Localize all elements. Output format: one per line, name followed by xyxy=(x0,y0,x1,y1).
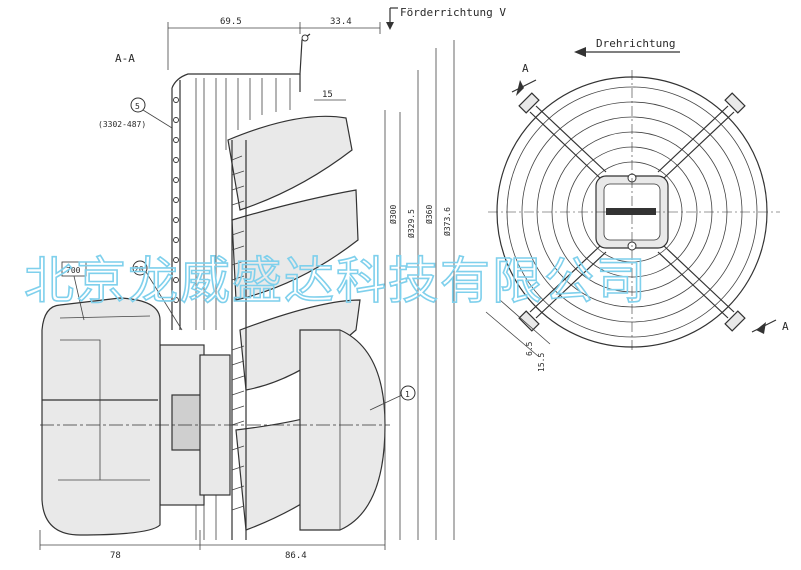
dim-bottom-right: 86.4 xyxy=(285,551,307,561)
callout-motor: 1 xyxy=(405,390,410,399)
watermark: 北京龙威盛达科技有限公司 xyxy=(24,252,648,310)
dim-d300: Ø300 xyxy=(388,205,398,224)
guard-rings xyxy=(173,34,309,303)
section-label: A-A xyxy=(115,52,135,65)
section-marker-bottom: A xyxy=(782,320,789,333)
front-view: Drehrichtung A A 6.5 15.5 xyxy=(485,37,789,372)
rotation-direction-label: Drehrichtung xyxy=(596,37,675,50)
section-arrows xyxy=(511,79,777,334)
flow-direction-arrow xyxy=(386,7,398,30)
diameter-lines xyxy=(384,40,455,540)
dim-bottom-left: 78 xyxy=(110,551,121,561)
blade-serrations xyxy=(231,155,245,511)
dim-inner: 15 xyxy=(322,90,333,100)
mounting-feet xyxy=(518,92,746,332)
side-section-view: A-A Förderrichtung V 69.5 33.4 15 5 (330… xyxy=(39,6,506,561)
dim-top-right: 33.4 xyxy=(330,17,352,27)
dim-d373: Ø373.6 xyxy=(442,207,452,236)
section-marker-top: A xyxy=(522,62,529,75)
callout-capacitor: 700 xyxy=(66,266,81,275)
rotation-arrow xyxy=(574,47,680,57)
motor-hub xyxy=(299,329,386,531)
dim-hole-a: 6.5 xyxy=(525,341,534,356)
dim-d329: Ø329.5 xyxy=(406,209,416,238)
guard-arms xyxy=(529,105,735,319)
callout-guard-ref: (3302-487) xyxy=(98,120,146,129)
dim-top-left: 69.5 xyxy=(220,17,242,27)
dim-d360: Ø360 xyxy=(424,205,434,224)
hole-dimension-lines xyxy=(485,299,551,357)
top-dimensions xyxy=(167,22,381,101)
bottom-dimensions xyxy=(39,530,386,550)
callout-guard: 5 xyxy=(135,102,140,111)
brand-plate xyxy=(606,208,656,215)
capacitor-box xyxy=(41,297,161,536)
callout-terminal: 20 xyxy=(134,265,144,274)
callouts xyxy=(61,97,416,411)
dim-hole-b: 15.5 xyxy=(537,353,546,372)
flow-direction-label: Förderrichtung V xyxy=(400,6,506,19)
